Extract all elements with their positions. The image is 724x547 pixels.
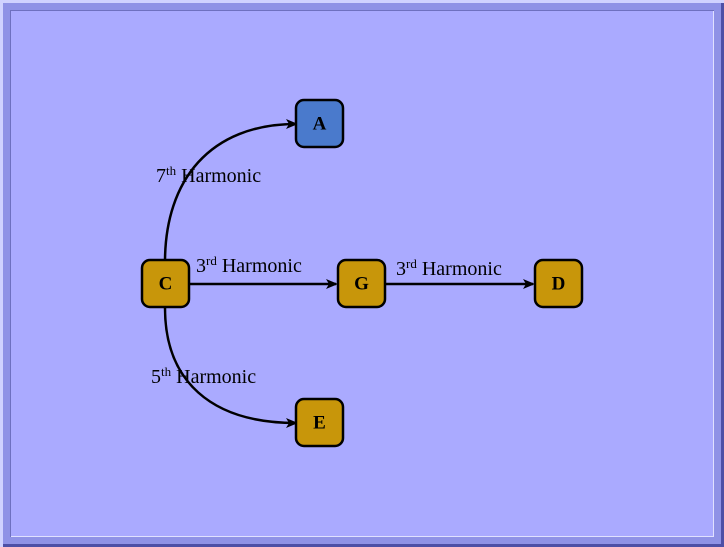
edge-label-c-g-num: 3 (196, 255, 206, 277)
node-d-label: D (552, 274, 566, 295)
edge-label-c-e-num: 5 (151, 366, 161, 388)
node-c-box (140, 258, 191, 309)
edge-label-c-a-num: 7 (156, 165, 166, 187)
node-c: C (140, 258, 191, 309)
node-g: G (336, 258, 387, 309)
edge-label-c-a: 7th Harmonic (156, 163, 261, 187)
node-a-box (294, 98, 345, 149)
node-e-label: E (313, 413, 326, 434)
edge-label-g-d: 3rd Harmonic (396, 256, 502, 280)
edge-c-to-e (163, 307, 298, 428)
edge-label-c-g: 3rd Harmonic (196, 253, 302, 277)
edge-label-g-d-text: Harmonic (417, 258, 502, 280)
edge-label-c-a-text: Harmonic (176, 165, 261, 187)
edge-label-g-d-sup: rd (406, 256, 417, 271)
edge-label-c-a-sup: th (166, 163, 177, 178)
edge-label-c-e: 5th Harmonic (151, 364, 256, 388)
node-e: E (294, 397, 345, 448)
diagram-canvas: 7th Harmonic 3rd Harmonic 3rd Harmonic 5… (10, 10, 714, 537)
node-g-label: G (354, 274, 369, 295)
node-c-label: C (159, 274, 173, 295)
node-a-label: A (313, 114, 327, 135)
edge-c-to-a (163, 119, 298, 263)
node-d-box (533, 258, 584, 309)
node-g-box (336, 258, 387, 309)
edge-label-c-g-sup: rd (206, 253, 217, 268)
node-e-box (294, 397, 345, 448)
edge-label-c-e-text: Harmonic (171, 366, 256, 388)
node-a: A (294, 98, 345, 149)
edge-label-c-g-text: Harmonic (217, 255, 302, 277)
harmonic-diagram: 7th Harmonic 3rd Harmonic 3rd Harmonic 5… (140, 98, 584, 448)
edge-label-c-e-sup: th (161, 364, 172, 379)
edge-label-g-d-num: 3 (396, 258, 406, 280)
node-d: D (533, 258, 584, 309)
